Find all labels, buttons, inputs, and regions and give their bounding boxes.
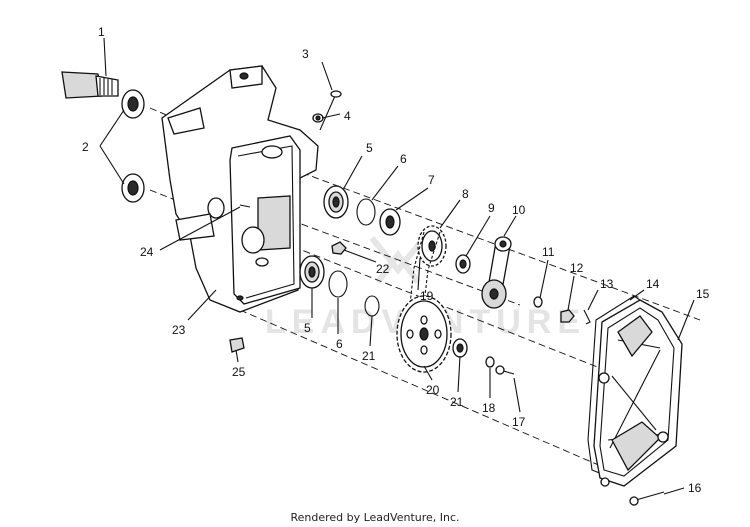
callout-21-left: 21: [362, 349, 376, 363]
spacer-part-9: [455, 254, 471, 274]
chaincase-housing: [161, 65, 319, 313]
bearing-part-7: [379, 208, 401, 236]
callout-7: 7: [428, 173, 435, 187]
callout-21-right: 21: [450, 395, 464, 409]
washer-part-4: [312, 113, 324, 123]
callout-20: 20: [426, 383, 440, 397]
snap-ring-part-6-lower: [328, 270, 348, 298]
callout-19: 19: [420, 289, 434, 303]
leader-lines: [99, 37, 695, 495]
callout-24: 24: [140, 245, 154, 259]
callout-2: 2: [82, 140, 89, 154]
cover-part-15: [593, 299, 683, 487]
shaft-part-1: [61, 71, 119, 99]
callout-22: 22: [376, 262, 390, 276]
callout-1: 1: [98, 25, 105, 39]
callout-11: 11: [542, 245, 555, 259]
bearing-part-5-upper: [323, 185, 349, 219]
washer-part-11: [533, 296, 543, 308]
seal-part-2-upper: [121, 89, 145, 119]
sprocket-part-20: [396, 295, 452, 373]
callout-14: 14: [646, 277, 660, 291]
plug-part-25: [229, 337, 245, 353]
sprocket-part-8: [417, 225, 447, 267]
callout-8: 8: [462, 187, 469, 201]
washer-part-18: [485, 356, 495, 368]
callout-6-lower: 6: [336, 337, 343, 351]
spacer-part-21-right: [452, 338, 468, 358]
callout-18: 18: [482, 401, 496, 415]
callout-4: 4: [344, 109, 351, 123]
callout-labels: 1 2 3 4 5 5 6 6 7 8 9 10 11 12 13 14 15 …: [82, 25, 710, 495]
callout-12: 12: [570, 261, 584, 275]
callout-6-upper: 6: [400, 152, 407, 166]
watermark-logo: [369, 236, 427, 284]
seal-part-2-lower: [121, 173, 145, 203]
snap-ring-part-6-upper: [356, 198, 376, 226]
callout-23: 23: [172, 323, 186, 337]
screw-part-17: [495, 365, 515, 375]
tensioner-arm-part-10: [481, 236, 512, 309]
nut-part-12: [560, 309, 575, 323]
nut-part-22: [331, 241, 347, 255]
callout-25: 25: [232, 365, 246, 379]
callout-5-upper: 5: [366, 141, 373, 155]
callout-13: 13: [600, 277, 614, 291]
bearing-part-5-lower: [299, 255, 325, 289]
callout-10: 10: [512, 203, 526, 217]
callout-16: 16: [688, 481, 702, 495]
dowel-part-24: [239, 204, 251, 208]
screw-part-16: [629, 491, 665, 506]
bolt-part-3: [319, 90, 342, 131]
callout-3: 3: [302, 47, 309, 61]
cotter-pin-part-13: [583, 309, 591, 325]
callout-9: 9: [488, 201, 495, 215]
render-credit: Rendered by LeadVenture, Inc.: [290, 511, 460, 524]
callout-5-lower: 5: [304, 321, 311, 335]
callout-17: 17: [512, 415, 526, 429]
callout-15: 15: [696, 287, 710, 301]
